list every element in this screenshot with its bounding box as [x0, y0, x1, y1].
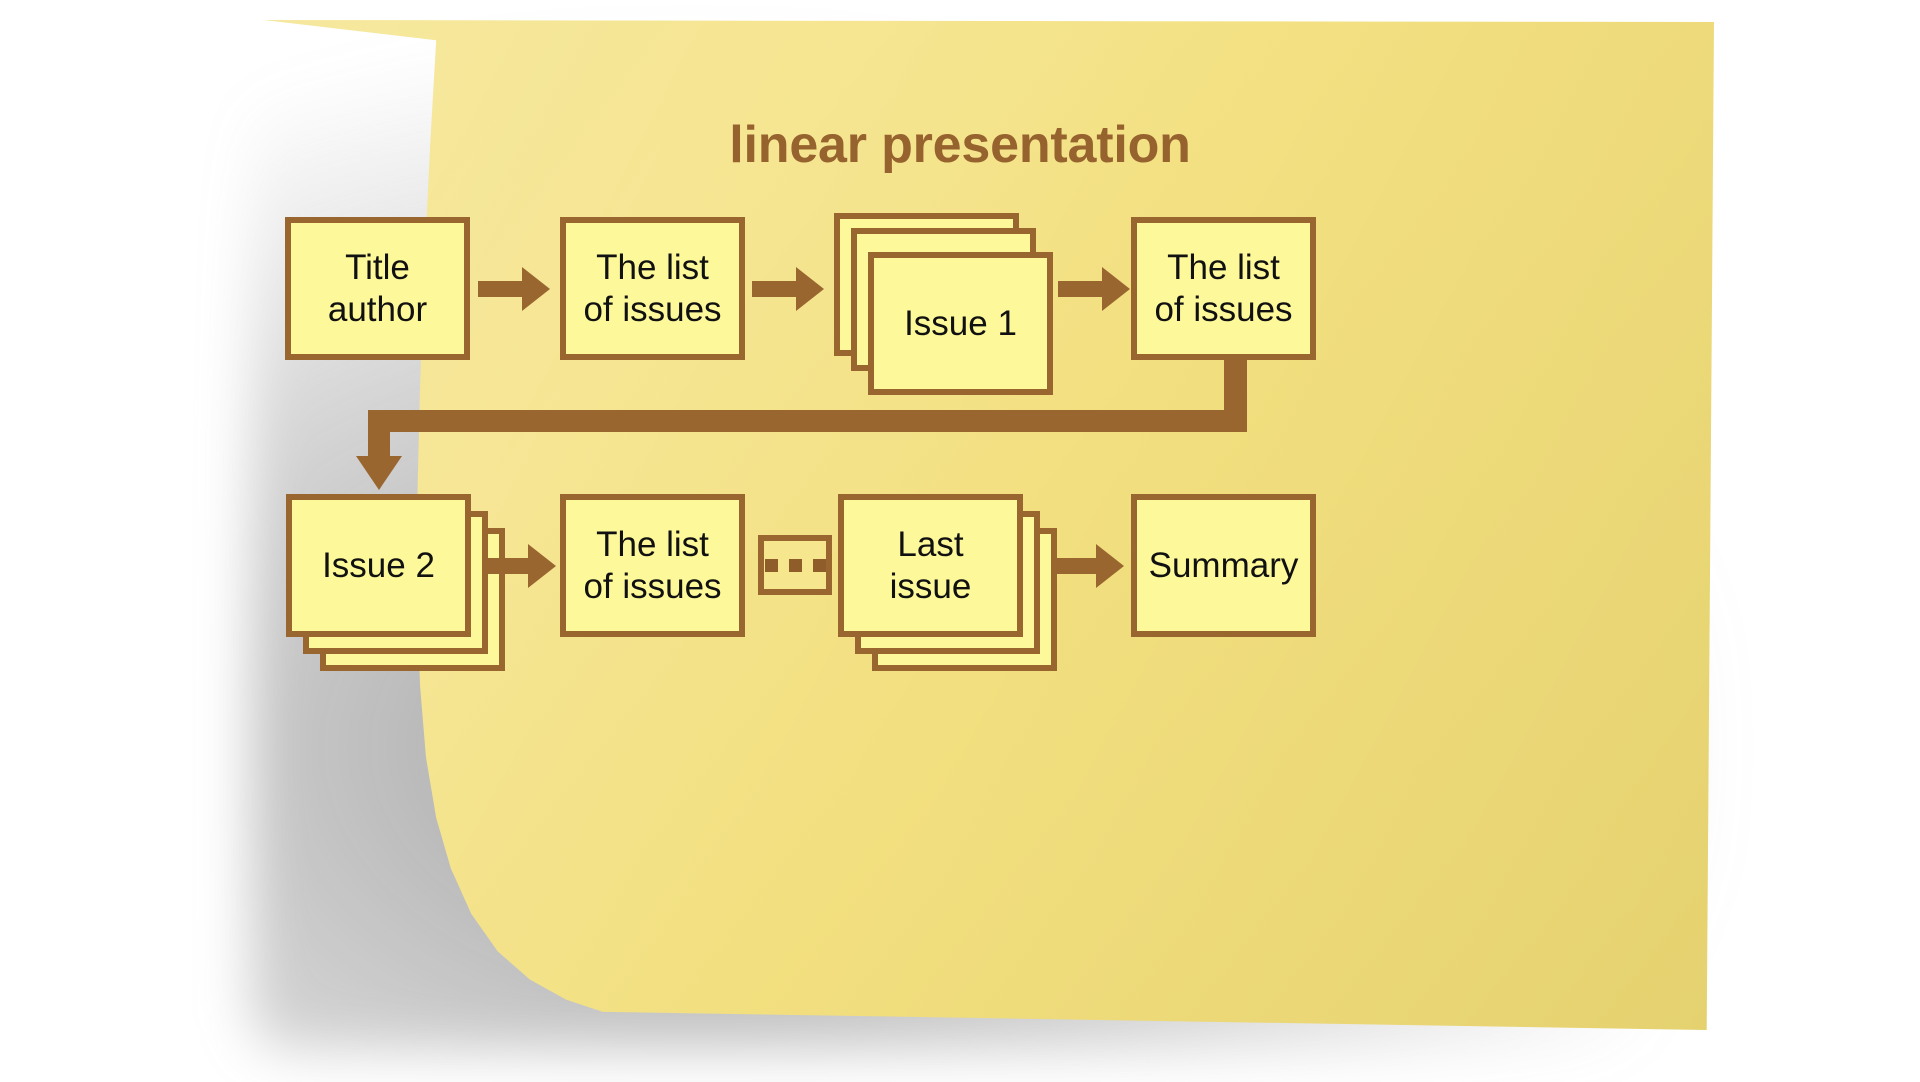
node-ellipsis[interactable] — [758, 535, 832, 595]
node-summary[interactable]: Summary — [1131, 494, 1316, 637]
node-last-issue[interactable]: Last issue — [838, 494, 1023, 637]
node-issue-2[interactable]: Issue 2 — [286, 494, 471, 637]
elbow-connector — [356, 356, 1247, 490]
arrow-2 — [752, 267, 824, 311]
ellipsis-dot-3 — [812, 558, 826, 572]
ellipsis-dot-1 — [764, 558, 778, 572]
arrow-4 — [484, 544, 556, 588]
node-issue-1[interactable]: Issue 1 — [868, 252, 1053, 395]
arrow-5 — [1052, 544, 1124, 588]
arrow-3 — [1058, 267, 1130, 311]
node-list-of-issues-1[interactable]: The list of issues — [560, 217, 745, 360]
arrow-1 — [478, 267, 550, 311]
node-title-author[interactable]: Title author — [285, 217, 470, 360]
node-list-of-issues-2[interactable]: The list of issues — [1131, 217, 1316, 360]
page-title: linear presentation — [729, 116, 1191, 174]
ellipsis-dot-2 — [788, 558, 802, 572]
node-list-of-issues-3[interactable]: The list of issues — [560, 494, 745, 637]
